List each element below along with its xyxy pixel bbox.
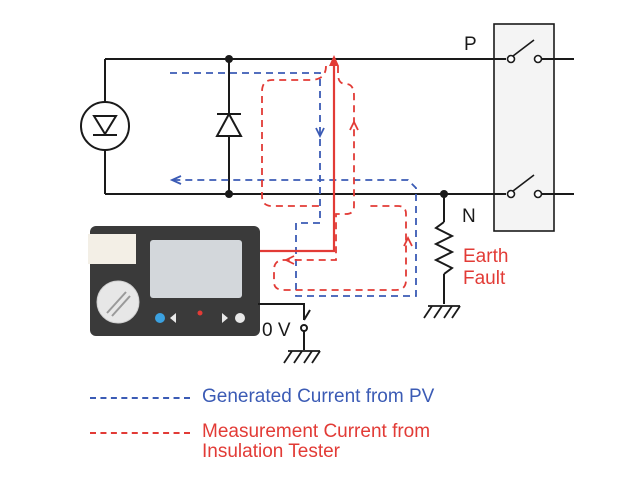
legend-measurement: Measurement Current from Insulation Test… (90, 422, 590, 466)
tester-ground-lead (258, 303, 311, 350)
legend-measurement-swatch (90, 432, 190, 434)
generated-current-path (169, 72, 417, 297)
legend-generated-label: Generated Current from PV (202, 386, 435, 407)
switch-icon (506, 39, 543, 199)
resistor-icon (433, 221, 455, 275)
earth-fault-branch (433, 194, 455, 304)
label-p: P (464, 34, 477, 55)
ground-icon (423, 305, 461, 319)
label-earth-fault: Earth Fault (463, 246, 509, 289)
measurement-current-wire (258, 55, 339, 253)
measurement-current-loops (261, 65, 413, 291)
legend-generated: Generated Current from PV (90, 387, 590, 411)
ground-icon (283, 350, 321, 364)
label-zero-v: 0 V (262, 320, 291, 341)
insulation-tester-icon (88, 226, 260, 336)
junction-dots (225, 55, 448, 198)
switch-box (493, 23, 555, 232)
legend-measurement-label: Measurement Current from Insulation Test… (202, 421, 431, 462)
legend-generated-swatch (90, 397, 190, 399)
label-n: N (462, 206, 476, 227)
pv-panel-icon (80, 101, 130, 151)
diode-icon (215, 111, 243, 137)
